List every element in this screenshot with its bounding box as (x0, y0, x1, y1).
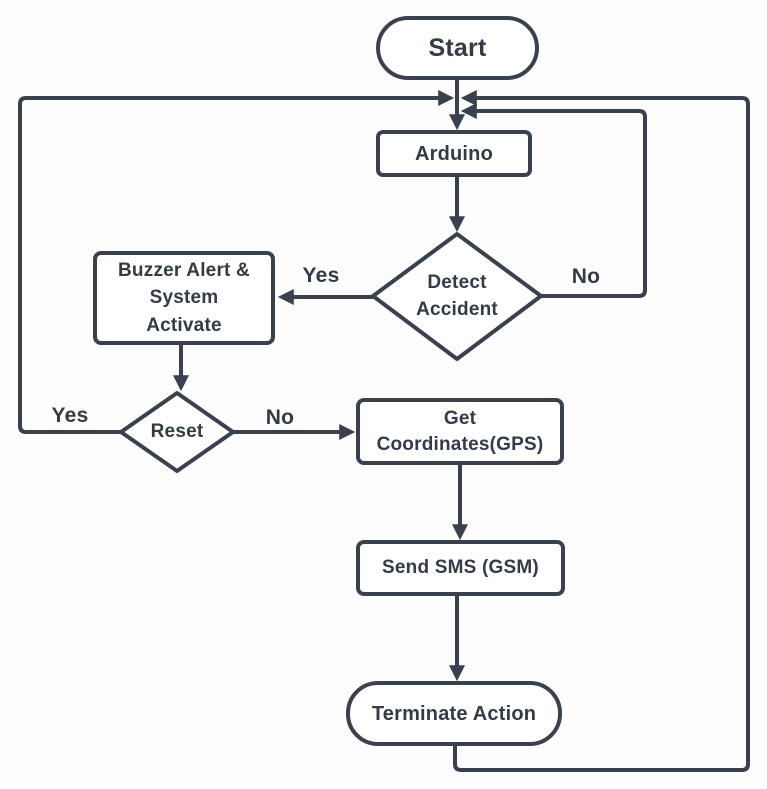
node-buzzer-shape (93, 251, 275, 345)
node-terminate-shape (346, 681, 562, 746)
edge-terminate-loop (453, 90, 750, 772)
node-arduino-label: Arduino (414, 142, 494, 165)
node-send-sms-shape (356, 540, 565, 596)
edge-label-detect-no: No (571, 265, 601, 288)
edge-label-reset-no: No (265, 406, 295, 429)
node-arduino-shape (376, 130, 532, 177)
node-detect-accident-shape (371, 232, 543, 361)
edge-reset-yes-loop (18, 90, 455, 434)
node-detect-accident-label: Detect Accident (416, 272, 498, 320)
edge-label-detect-yes: Yes (302, 264, 340, 287)
node-start-label: Start (428, 33, 487, 62)
node-get-coordinates-shape (356, 398, 564, 465)
node-buzzer-label: Buzzer Alert & System Activate (118, 259, 250, 336)
node-terminate-label: Terminate Action (371, 702, 537, 725)
node-reset-shape (119, 391, 235, 473)
edge-detect-no-loop (460, 103, 647, 298)
node-start-shape (376, 16, 539, 80)
node-send-sms-label: Send SMS (GSM) (382, 556, 539, 578)
node-reset-label: Reset (150, 420, 204, 442)
node-get-coordinates-label: Get Coordinates(GPS) (376, 407, 544, 455)
edge-label-reset-yes: Yes (51, 404, 89, 427)
